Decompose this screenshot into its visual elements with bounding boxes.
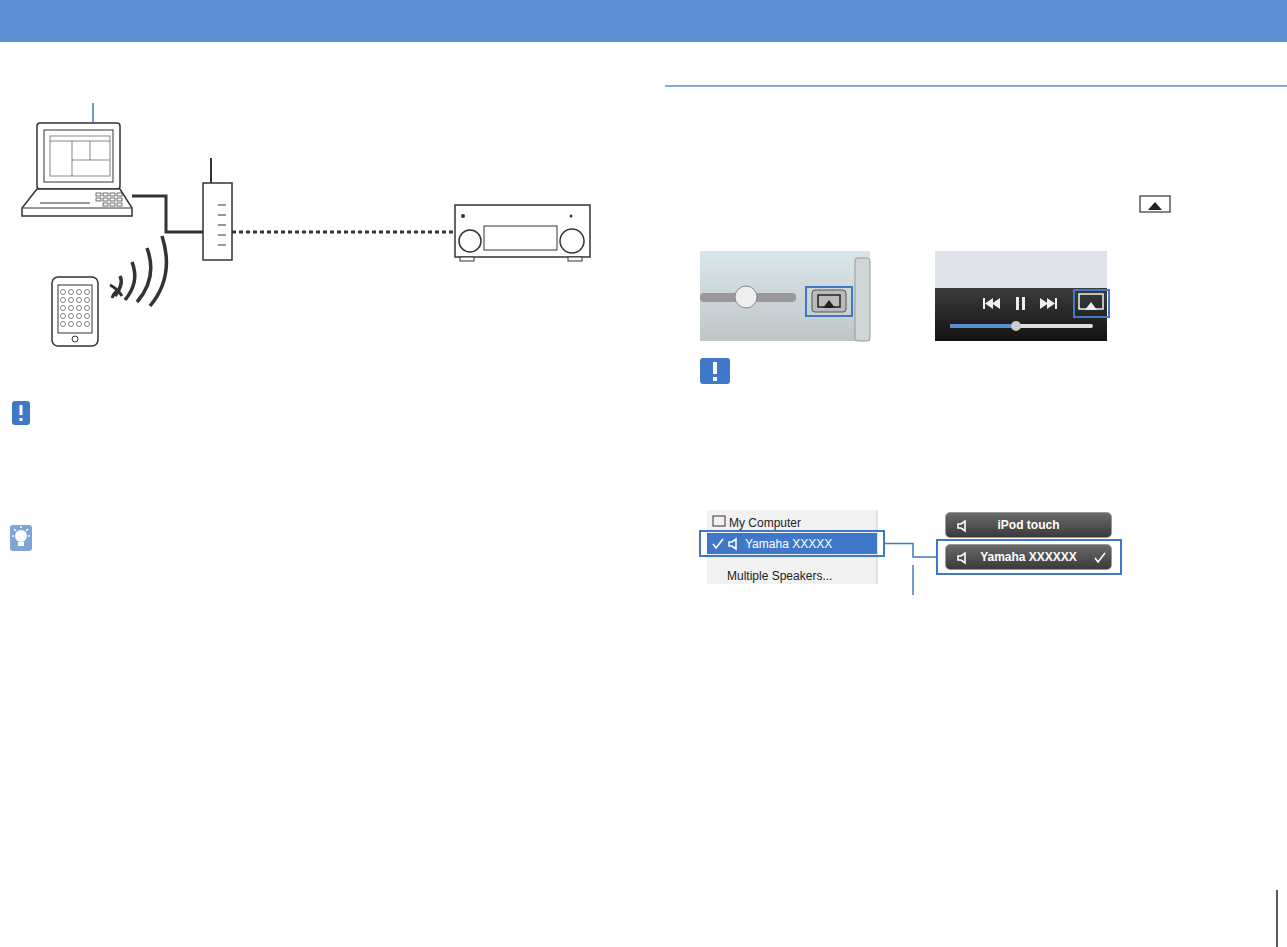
menu-item-text: My Computer (729, 516, 801, 530)
item-label: Yamaha XXXXX (745, 537, 832, 551)
check-icon (1093, 551, 1107, 565)
speaker-button: Yamaha XXXXXX (945, 544, 1112, 570)
callout-bracket (884, 544, 937, 558)
check-icon (956, 551, 970, 565)
item-label: iPod touch (998, 518, 1060, 532)
speaker-button: iPod touch (945, 512, 1112, 538)
item-label: Yamaha XXXXXX (980, 550, 1077, 564)
check-icon (711, 537, 725, 551)
speaker-menu-item: Yamaha XXXXX (707, 533, 877, 554)
menu-item-text: Multiple Speakers... (727, 569, 832, 583)
check-icon (956, 519, 970, 533)
check-icon (727, 537, 741, 551)
